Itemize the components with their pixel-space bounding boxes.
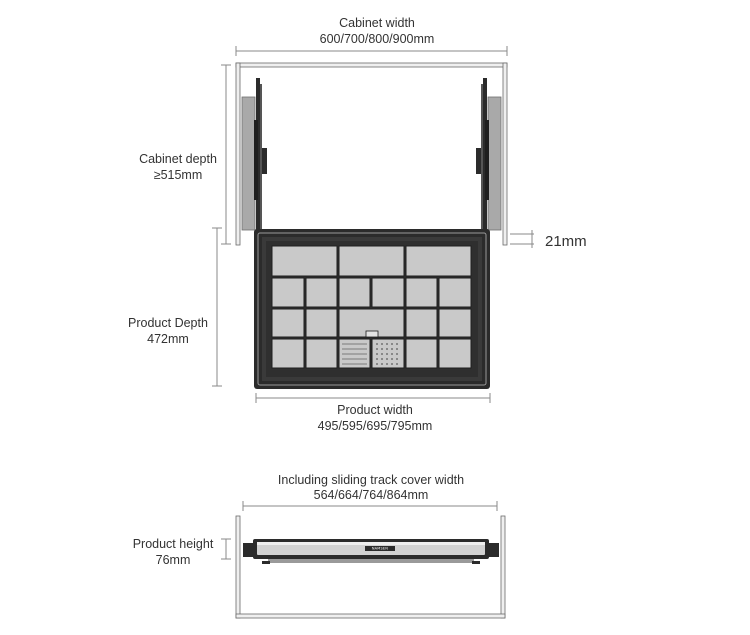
track-cover-width-dimension: Including sliding track cover width 564/… bbox=[242, 473, 498, 511]
product-depth-dimension: Product Depth 472mm bbox=[128, 227, 222, 387]
cabinet-front-outline bbox=[235, 515, 506, 619]
product-width-dimension: Product width 495/595/695/795mm bbox=[255, 393, 491, 433]
cabinet-outline bbox=[235, 62, 508, 246]
product-depth-label: Product Depth bbox=[128, 316, 208, 330]
left-slide-rail bbox=[241, 78, 267, 231]
product-height-value: 76mm bbox=[156, 553, 191, 567]
track-cover-width-value: 564/664/764/864mm bbox=[314, 488, 429, 502]
product-depth-value: 472mm bbox=[147, 332, 189, 346]
brand-mark: NAMSEN bbox=[372, 547, 388, 551]
product-width-value: 495/595/695/795mm bbox=[318, 419, 433, 433]
product-height-dimension: Product height 76mm bbox=[133, 537, 231, 567]
front-view: Including sliding track cover width 564/… bbox=[133, 473, 506, 619]
gap-dimension: 21mm bbox=[510, 230, 587, 250]
cabinet-depth-label: Cabinet depth bbox=[139, 152, 217, 166]
right-slide-rail bbox=[476, 78, 502, 231]
cabinet-width-value: 600/700/800/900mm bbox=[320, 32, 435, 46]
cabinet-width-label: Cabinet width bbox=[339, 16, 415, 30]
cabinet-width-dimension: Cabinet width 600/700/800/900mm bbox=[235, 16, 508, 56]
product-front: NAMSEN bbox=[243, 539, 499, 564]
top-view: Cabinet width 600/700/800/900mm bbox=[128, 16, 587, 433]
product-height-label: Product height bbox=[133, 537, 214, 551]
cabinet-depth-value: ≥515mm bbox=[154, 168, 203, 182]
gap-value: 21mm bbox=[545, 233, 587, 250]
cabinet-depth-dimension: Cabinet depth ≥515mm bbox=[139, 64, 231, 245]
product-width-label: Product width bbox=[337, 403, 413, 417]
organizer-tray bbox=[254, 229, 490, 389]
brand-mark-badge bbox=[365, 546, 395, 551]
track-cover-width-label: Including sliding track cover width bbox=[278, 473, 464, 487]
